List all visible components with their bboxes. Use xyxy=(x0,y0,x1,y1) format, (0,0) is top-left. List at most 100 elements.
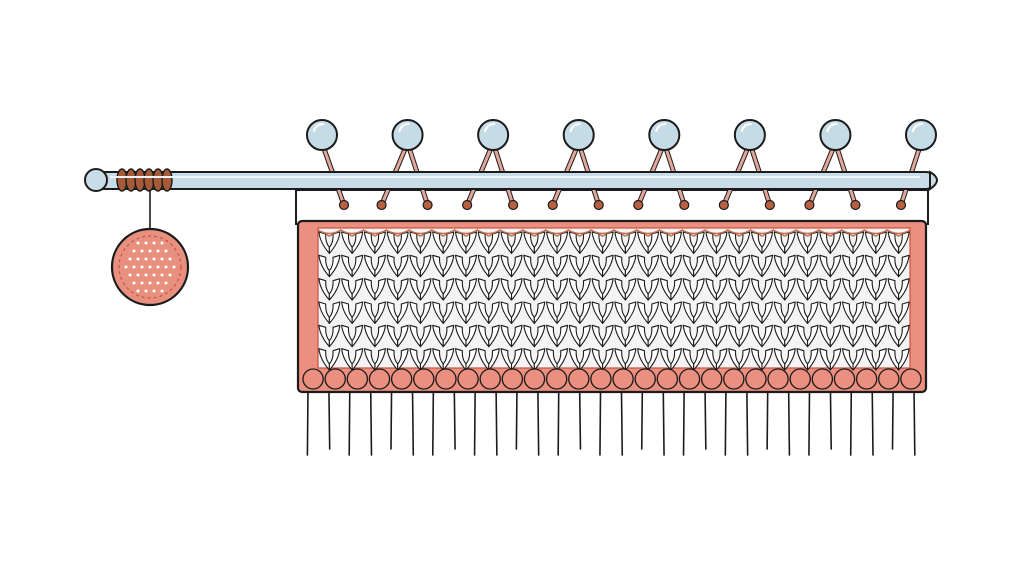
fringe-strand xyxy=(891,387,894,450)
pin-tip xyxy=(718,199,729,211)
stitch-leg-right xyxy=(602,324,614,348)
stitch-leg-right xyxy=(829,348,842,371)
yarn-ball-dot xyxy=(144,257,148,261)
stitch-leg-right xyxy=(738,278,751,301)
stitch-leg-right xyxy=(602,254,614,278)
yarn-ball-dot xyxy=(164,249,168,253)
pin-head-shine xyxy=(398,122,410,133)
stitch-leg-right xyxy=(670,348,682,371)
stitch-leg-right xyxy=(465,254,478,278)
stitch-grid xyxy=(317,229,911,371)
bottom-loop xyxy=(900,368,922,390)
needle-grip-wrap xyxy=(116,168,173,192)
stitch-leg-right xyxy=(738,348,751,371)
stitch-leg-right xyxy=(510,348,523,371)
yarn-ball-dot xyxy=(136,289,140,293)
stitch-leg-right xyxy=(624,348,637,371)
stitch-leg-right xyxy=(898,278,910,301)
stitch-leg-right xyxy=(442,231,455,254)
stitch-leg-right xyxy=(419,231,432,254)
stitch-leg-right xyxy=(328,301,341,324)
yarn-ball xyxy=(110,190,190,307)
stitch-leg-right xyxy=(875,348,887,371)
stitch-leg-right xyxy=(852,324,865,348)
pin-head-shine xyxy=(826,122,838,133)
stitch-leg-right xyxy=(738,324,751,348)
stitch-leg-right xyxy=(784,301,796,324)
stitch-leg-right xyxy=(693,231,705,254)
fringe-strand xyxy=(620,387,624,456)
stitch-leg-right xyxy=(419,348,432,371)
fringe-strand xyxy=(348,387,351,456)
stitch-leg-right xyxy=(602,278,614,301)
pin-tip xyxy=(895,199,907,211)
stitch-leg-right xyxy=(397,324,409,348)
stitch-leg-right xyxy=(465,278,478,301)
yarn-ball-dot xyxy=(148,249,152,253)
stitch-leg-right xyxy=(875,324,887,348)
bottom-loop xyxy=(811,368,834,390)
yarn-ball-dot xyxy=(136,241,140,245)
stitch-leg-right xyxy=(784,348,796,371)
bottom-loop xyxy=(855,368,878,390)
stitch-leg-right xyxy=(579,231,591,254)
fringe-strand xyxy=(871,387,874,456)
yarn-ball-dot xyxy=(156,265,160,269)
yarn-ball-inner-ring xyxy=(118,235,182,299)
yarn-ball-dot xyxy=(160,289,164,293)
stitch-leg-right xyxy=(374,278,386,301)
stitch-leg-right xyxy=(898,324,910,348)
fringe-strand xyxy=(557,387,560,456)
stitch-leg-right xyxy=(556,231,569,254)
stitch-leg-right xyxy=(761,254,774,278)
bottom-loop xyxy=(390,368,413,390)
pin-tip xyxy=(804,199,815,211)
yarn-ball-dot xyxy=(156,249,160,253)
yarn-ball-dot xyxy=(160,273,164,277)
stitch-leg-right xyxy=(898,301,910,324)
pin-head-shine xyxy=(569,122,581,133)
fringe-strand xyxy=(849,387,853,456)
stitch-leg-right xyxy=(533,254,546,278)
needle-shaft xyxy=(95,171,935,190)
knitted-fabric xyxy=(295,189,929,394)
stitch-leg-right xyxy=(488,278,500,301)
fabric-top-wave xyxy=(317,229,911,235)
bottom-loop xyxy=(457,368,479,390)
stitch-leg-right xyxy=(351,278,364,301)
stitch-leg-right xyxy=(761,231,774,254)
stitch-leg-right xyxy=(898,348,910,371)
stitch-leg-right xyxy=(738,254,751,278)
pin-tip xyxy=(508,199,519,211)
stitch-leg-right xyxy=(510,301,523,324)
stitch-leg-right xyxy=(533,348,546,371)
pin-tip xyxy=(376,199,387,211)
fringe-strand xyxy=(306,387,309,456)
fringe-strand xyxy=(766,387,769,450)
stitch-leg-right xyxy=(715,278,728,301)
yarn-ball-dot xyxy=(168,257,172,261)
fringe-strand xyxy=(328,387,331,450)
stitch-leg-right xyxy=(852,254,865,278)
fringe-strand xyxy=(682,387,685,456)
stitch-leg-right xyxy=(351,301,364,324)
stitch-leg-right xyxy=(442,348,455,371)
yarn-ball-dot xyxy=(132,265,136,269)
yarn-ball-dot xyxy=(164,281,168,285)
bottom-loop xyxy=(678,368,701,390)
stitch-leg-right xyxy=(442,254,455,278)
bottom-loop xyxy=(789,368,811,390)
stitch-leg-right xyxy=(715,254,728,278)
fabric-top-band xyxy=(295,189,929,225)
stitch-leg-right xyxy=(624,324,637,348)
stitch-leg-right xyxy=(806,301,819,324)
yarn-ball-dot xyxy=(144,289,148,293)
bottom-loop xyxy=(413,368,435,390)
stitch-leg-right xyxy=(579,324,591,348)
fringe-strand xyxy=(578,387,582,450)
fringe-strand xyxy=(640,387,644,450)
stitch-leg-right xyxy=(419,254,432,278)
stitch-leg-right xyxy=(602,301,614,324)
yarn-ball-dot xyxy=(152,273,156,277)
stitch-leg-right xyxy=(852,301,865,324)
